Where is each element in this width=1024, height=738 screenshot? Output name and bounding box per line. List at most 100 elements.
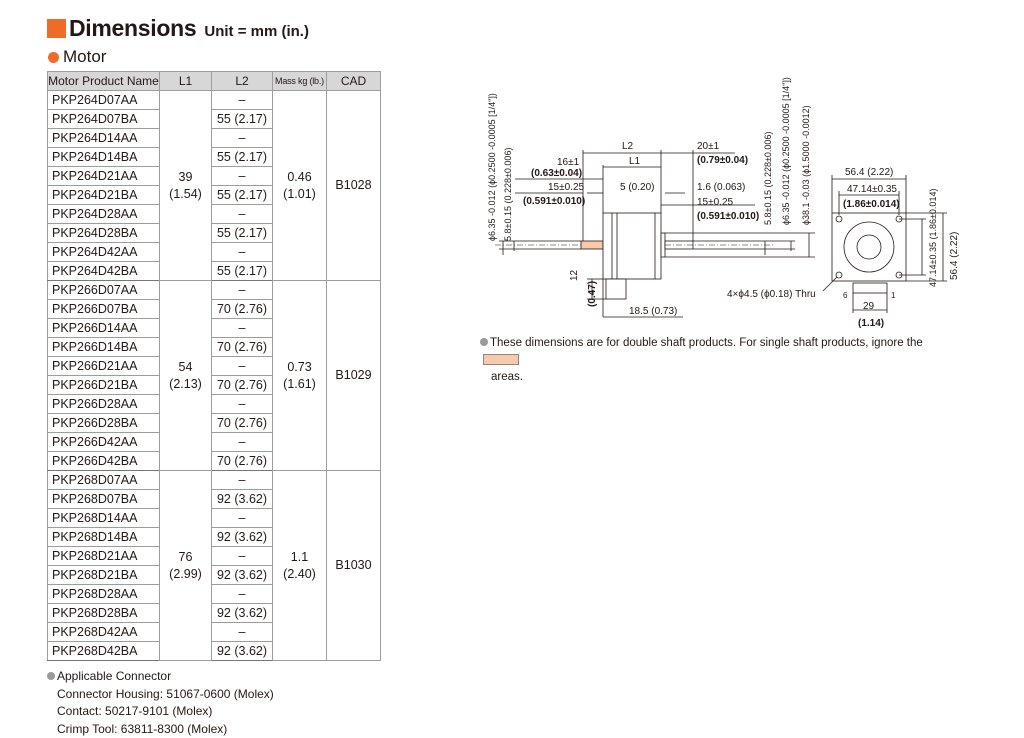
dim-16-in: (0.63±0.04) — [531, 168, 582, 179]
dim-15-rear: 15±0.25 — [548, 182, 585, 193]
product-name-cell: PKP264D21BA — [48, 186, 160, 205]
dim-18-5: 18.5 (0.73) — [629, 306, 677, 317]
l2-cell: – — [212, 433, 273, 452]
connector-contact: Contact: 50217-9101 (Molex) — [47, 703, 274, 721]
l2-cell: – — [212, 129, 273, 148]
mass-kg: 0.73 — [273, 359, 326, 376]
dim-20: 20±1 — [697, 141, 720, 152]
l1-in: (2.13) — [160, 376, 211, 393]
product-name-cell: PKP266D14BA — [48, 338, 160, 357]
product-name-cell: PKP266D42BA — [48, 452, 160, 471]
l1-in: (1.54) — [160, 186, 211, 203]
dim-connector-width: 29 — [863, 301, 875, 312]
subheading-text: Motor — [63, 47, 106, 67]
l1-cell: 39(1.54) — [160, 91, 212, 281]
header-cad: CAD — [327, 72, 381, 91]
l2-cell: – — [212, 243, 273, 262]
connector-crimp-tool: Crimp Tool: 63811-8300 (Molex) — [47, 721, 274, 738]
product-name-cell: PKP266D21BA — [48, 376, 160, 395]
l2-cell: 55 (2.17) — [212, 224, 273, 243]
pin-6-label: 6 — [843, 291, 848, 300]
dim-pilot: ϕ38.1 -0.03 (ϕ1.5000 -0.0012) — [801, 105, 811, 225]
dim-flat-front: 5.8±0.15 (0.228±0.006) — [763, 132, 773, 225]
header-product-name: Motor Product Name — [48, 72, 160, 91]
product-name-cell: PKP264D14AA — [48, 129, 160, 148]
product-name-cell: PKP266D07BA — [48, 300, 160, 319]
dim-12: 12 — [569, 269, 580, 281]
product-name-cell: PKP268D42BA — [48, 642, 160, 661]
l2-cell: – — [212, 395, 273, 414]
l2-cell: – — [212, 281, 273, 300]
product-name-cell: PKP264D42BA — [48, 262, 160, 281]
product-name-cell: PKP264D42AA — [48, 243, 160, 262]
bullet-dot-icon — [48, 52, 59, 63]
l2-cell: 70 (2.76) — [212, 376, 273, 395]
product-name-cell: PKP266D42AA — [48, 433, 160, 452]
product-name-cell: PKP264D21AA — [48, 167, 160, 186]
l2-cell: 92 (3.62) — [212, 528, 273, 547]
l2-cell: 92 (3.62) — [212, 566, 273, 585]
cad-cell: B1029 — [327, 281, 381, 471]
section-heading: Dimensions Unit = mm (in.) — [47, 15, 309, 43]
l1-mm: 54 — [160, 359, 211, 376]
connector-face-front — [853, 283, 887, 293]
header-l1: L1 — [160, 72, 212, 91]
subheading: Motor — [48, 47, 106, 67]
l2-cell: 55 (2.17) — [212, 148, 273, 167]
dim-16: 16±1 — [557, 157, 580, 168]
dim-20-in: (0.79±0.04) — [697, 155, 748, 166]
product-name-cell: PKP264D28BA — [48, 224, 160, 243]
product-name-cell: PKP268D07BA — [48, 490, 160, 509]
product-name-cell: PKP268D42AA — [48, 623, 160, 642]
dim-15-front-in: (0.591±0.010) — [697, 211, 759, 222]
l2-cell: 70 (2.76) — [212, 338, 273, 357]
l2-cell: – — [212, 547, 273, 566]
connector-housing: Connector Housing: 51067-0600 (Molex) — [47, 686, 274, 704]
product-name-cell: PKP268D21BA — [48, 566, 160, 585]
product-name-cell: PKP268D28BA — [48, 604, 160, 623]
l2-cell: – — [212, 471, 273, 490]
connector-box-side — [606, 279, 626, 299]
rear-shaft-hatched — [581, 241, 603, 249]
header-mass: Mass kg (lb.) — [273, 72, 327, 91]
l2-cell: – — [212, 319, 273, 338]
product-name-cell: PKP268D14AA — [48, 509, 160, 528]
product-name-cell: PKP268D28AA — [48, 585, 160, 604]
product-name-cell: PKP264D14BA — [48, 148, 160, 167]
product-name-cell: PKP268D21AA — [48, 547, 160, 566]
l1-mm: 76 — [160, 549, 211, 566]
mass-cell: 0.73(1.61) — [273, 281, 327, 471]
product-name-cell: PKP268D07AA — [48, 471, 160, 490]
l2-cell: 92 (3.62) — [212, 490, 273, 509]
product-name-cell: PKP264D07AA — [48, 91, 160, 110]
dim-face-pitch: 47.14±0.35 — [847, 184, 897, 195]
heading-unit: Unit = mm (in.) — [204, 23, 309, 40]
dim-5: 5 (0.20) — [620, 182, 654, 193]
l2-cell: – — [212, 623, 273, 642]
l2-cell: – — [212, 357, 273, 376]
l1-in: (2.99) — [160, 566, 211, 583]
drawing-note-end: areas. — [480, 369, 960, 386]
cad-cell: B1030 — [327, 471, 381, 661]
heading-title: Dimensions — [69, 15, 196, 42]
l2-cell: – — [212, 205, 273, 224]
dim-face-height: 56.4 (2.22) — [949, 232, 960, 280]
product-name-cell: PKP264D28AA — [48, 205, 160, 224]
mass-kg: 1.1 — [273, 549, 326, 566]
dim-connector-width-in: (1.14) — [858, 318, 884, 329]
l2-cell: – — [212, 167, 273, 186]
dim-flat-rear: 5.8±0.15 (0.228±0.006) — [503, 148, 513, 241]
dim-l2: L2 — [622, 141, 634, 152]
mass-kg: 0.46 — [273, 169, 326, 186]
l1-mm: 39 — [160, 169, 211, 186]
dim-shaft-rear: ϕ6.35 -0.012 (ϕ0.2500 -0.0005 [1/4"]) — [487, 93, 497, 241]
l2-cell: 70 (2.76) — [212, 300, 273, 319]
mass-lb: (1.01) — [273, 186, 326, 203]
drawing-note: These dimensions are for double shaft pr… — [480, 335, 960, 386]
connector-title: Applicable Connector — [57, 669, 171, 683]
dim-15-front: 15±0.25 — [697, 197, 734, 208]
cad-cell: B1028 — [327, 91, 381, 281]
product-name-cell: PKP268D14BA — [48, 528, 160, 547]
